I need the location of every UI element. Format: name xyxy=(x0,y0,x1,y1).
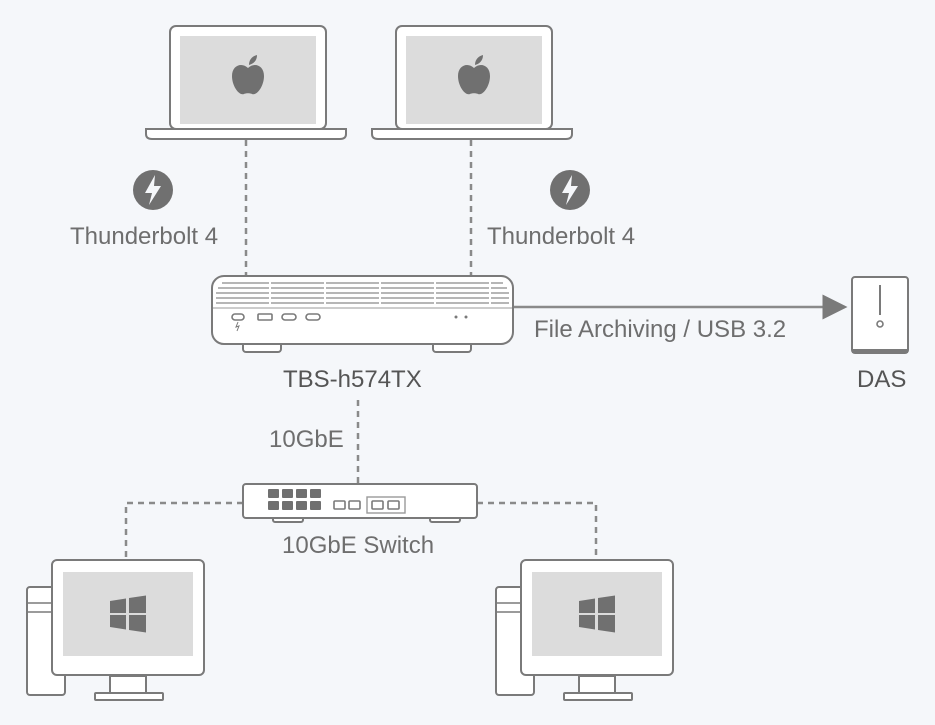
windows-pc-right xyxy=(495,559,674,701)
label-switch: 10GbE Switch xyxy=(282,532,435,559)
network-switch xyxy=(242,483,478,523)
label-das: DAS xyxy=(857,366,907,393)
connection-lines xyxy=(124,140,848,560)
nas-status-led xyxy=(454,315,458,319)
switch-ethernet-ports xyxy=(268,489,321,510)
nas-power-led xyxy=(464,315,468,319)
nas-front-ports xyxy=(231,313,321,321)
windows-icon xyxy=(579,595,615,633)
label-thunderbolt-left: Thunderbolt 4 xyxy=(70,223,219,250)
thunderbolt-icon xyxy=(133,170,173,210)
label-nas-model: TBS-h574TX xyxy=(283,366,422,393)
windows-icon xyxy=(110,595,146,633)
macbook-right xyxy=(371,25,573,140)
thunderbolt-icon xyxy=(550,170,590,210)
label-10gbe-link: 10GbE xyxy=(269,426,344,453)
label-file-archiving: File Archiving / USB 3.2 xyxy=(534,316,787,343)
ethernet-link-switch-right-pc xyxy=(477,501,598,560)
switch-sfp-ports xyxy=(333,500,361,510)
windows-pc-left xyxy=(26,559,205,701)
label-thunderbolt-right: Thunderbolt 4 xyxy=(487,223,636,250)
apple-icon xyxy=(458,55,490,95)
apple-icon xyxy=(232,55,264,95)
macbook-left xyxy=(145,25,347,140)
nas-device xyxy=(211,275,514,353)
ethernet-link-switch-left-pc xyxy=(124,501,243,560)
nas-vent-grille xyxy=(216,282,509,304)
das-device xyxy=(851,276,909,354)
